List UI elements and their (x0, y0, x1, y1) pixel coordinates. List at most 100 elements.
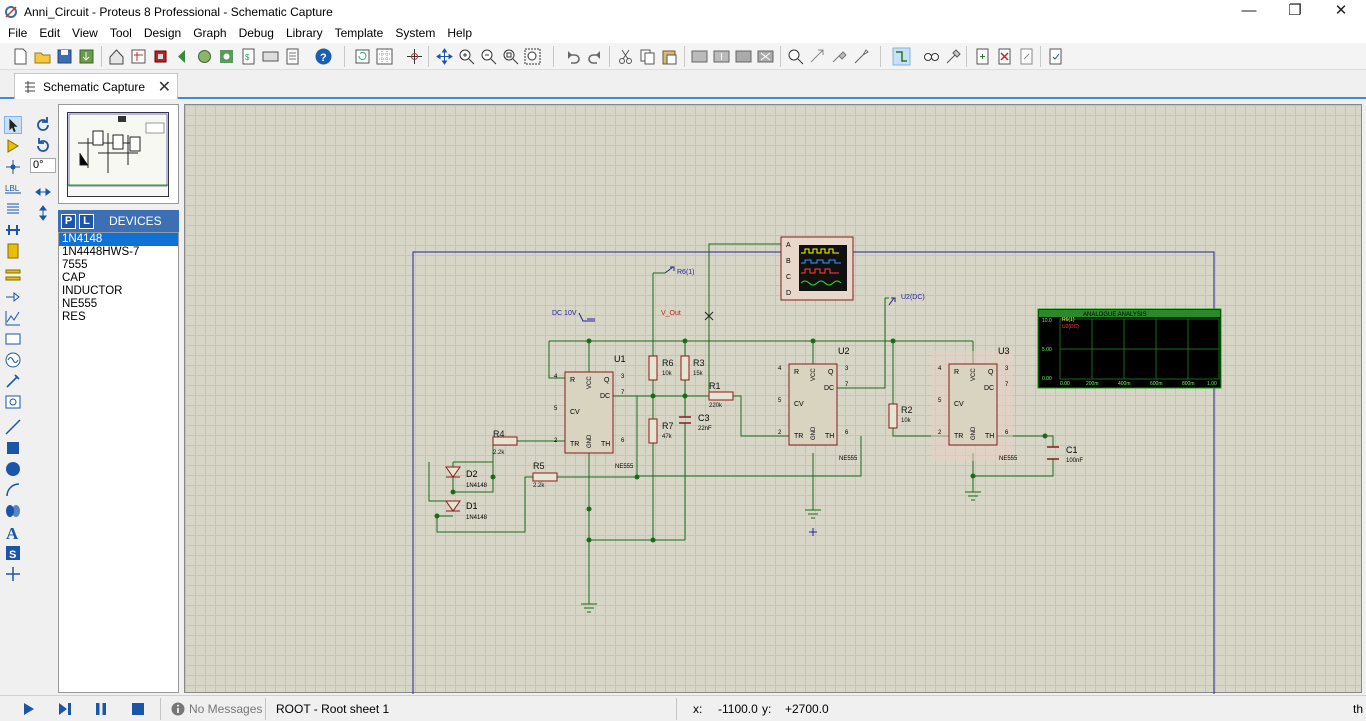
instruments-mode-icon[interactable] (4, 393, 22, 411)
block-delete-icon[interactable] (756, 47, 775, 66)
electrical-rule-check-icon[interactable] (1046, 47, 1065, 66)
device-item-ne555[interactable]: NE555 (62, 298, 98, 310)
chip-u1[interactable]: R Q CV DC TR TH VCC GND U1 NE555 4 3 5 7… (554, 354, 634, 470)
messages-status[interactable]: No Messages (189, 702, 263, 716)
resistor-r4[interactable] (492, 436, 518, 446)
device-list[interactable]: 1N4148 1N4448HWS-7 7555 CAP INDUCTOR NE5… (58, 232, 179, 693)
circle-2d-icon[interactable] (4, 460, 22, 478)
open-folder-icon[interactable] (33, 47, 52, 66)
generator-mode-icon[interactable] (4, 351, 22, 369)
wire-autorouter-icon[interactable] (892, 47, 911, 66)
marker-2d-icon[interactable] (4, 565, 22, 583)
line-2d-icon[interactable] (4, 418, 22, 436)
capacitor-c3[interactable] (679, 416, 691, 424)
voltage-probe-r6[interactable] (664, 266, 675, 274)
subcircuit-mode-icon[interactable] (4, 242, 22, 260)
3d-viewer-icon[interactable] (195, 47, 214, 66)
origin-icon[interactable] (405, 47, 424, 66)
rotate-clockwise-icon[interactable] (34, 116, 52, 134)
resistor-r7[interactable] (648, 418, 658, 444)
search-tag-icon[interactable] (922, 47, 941, 66)
bom-icon[interactable]: $ (239, 47, 258, 66)
device-item-1n4448hws-7[interactable]: 1N4448HWS-7 (62, 246, 140, 258)
gerber-icon[interactable] (217, 47, 236, 66)
schematic-canvas[interactable]: R Q CV DC TR TH VCC GND U1 NE555 4 3 5 7… (184, 104, 1362, 694)
new-file-icon[interactable] (11, 47, 30, 66)
device-item-cap[interactable]: CAP (62, 272, 86, 284)
import-icon[interactable] (77, 47, 96, 66)
zoom-out-icon[interactable] (479, 47, 498, 66)
close-window-button[interactable]: ✕ (1334, 2, 1348, 19)
pause-icon[interactable] (93, 701, 109, 717)
device-item-1n4148[interactable]: 1N4148 (59, 233, 178, 246)
resistor-r6[interactable] (648, 355, 658, 381)
rotation-angle-field[interactable]: 0° (30, 158, 56, 173)
voltage-probe-u2dc[interactable] (888, 297, 896, 306)
back-icon[interactable] (173, 47, 192, 66)
oscilloscope-instrument[interactable]: A B C D (780, 236, 854, 301)
text-2d-icon[interactable]: A (4, 523, 22, 541)
undo-icon[interactable] (563, 47, 582, 66)
junction-dot-mode-icon[interactable] (4, 158, 22, 176)
package-tool-icon[interactable] (830, 47, 849, 66)
graph-mode-icon[interactable] (4, 309, 22, 327)
cut-icon[interactable] (616, 47, 635, 66)
grid-toggle-icon[interactable] (375, 47, 394, 66)
menu-file[interactable]: File (8, 26, 28, 40)
decompose-icon[interactable] (852, 47, 871, 66)
diode-d2[interactable] (445, 466, 461, 478)
arc-2d-icon[interactable] (4, 481, 22, 499)
text-script-mode-icon[interactable] (4, 200, 22, 218)
device-pins-mode-icon[interactable] (4, 288, 22, 306)
menu-template[interactable]: Template (334, 26, 384, 40)
info-icon[interactable] (170, 701, 186, 717)
menu-view[interactable]: View (72, 26, 98, 40)
wire-label-mode-icon[interactable]: LBL (4, 179, 22, 197)
mirror-horizontal-icon[interactable] (34, 183, 52, 201)
notes-icon[interactable] (283, 47, 302, 66)
component-mode-icon[interactable] (4, 137, 22, 155)
zoom-in-icon[interactable] (457, 47, 476, 66)
save-icon[interactable] (55, 47, 74, 66)
chip-u2[interactable]: R Q CV DC TR TH VCC GND U2 NE555 4 3 5 7… (778, 346, 858, 462)
tab-close-icon[interactable]: ✕ (157, 79, 171, 96)
property-assignment-icon[interactable] (944, 47, 963, 66)
pan-icon[interactable] (435, 47, 454, 66)
resistor-r2[interactable] (888, 403, 898, 429)
pick-devices-button[interactable]: P (61, 213, 76, 229)
mirror-vertical-icon[interactable] (34, 204, 52, 222)
paste-icon[interactable] (660, 47, 679, 66)
refresh-icon[interactable] (353, 47, 372, 66)
pick-device-icon[interactable] (786, 47, 805, 66)
device-item-inductor[interactable]: INDUCTOR (62, 285, 123, 297)
help-icon[interactable]: ? (314, 47, 333, 66)
resistor-r5[interactable] (532, 472, 558, 482)
copy-icon[interactable] (638, 47, 657, 66)
pcb-layout-icon[interactable] (151, 47, 170, 66)
diode-d1[interactable] (445, 500, 461, 512)
menu-library[interactable]: Library (285, 26, 323, 40)
dc-supply-generator[interactable] (578, 312, 595, 322)
rotate-anticlockwise-icon[interactable] (34, 137, 52, 155)
overview-viewport[interactable] (67, 112, 169, 197)
units-indicator[interactable]: th (1353, 702, 1364, 716)
capacitor-c1[interactable] (1047, 446, 1059, 460)
new-sheet-icon[interactable] (973, 47, 992, 66)
resistor-r3[interactable] (680, 355, 690, 381)
tab-schematic-capture[interactable]: Schematic Capture ✕ (14, 73, 178, 99)
home-icon[interactable] (107, 47, 126, 66)
tape-recorder-mode-icon[interactable] (4, 330, 22, 348)
make-device-icon[interactable] (808, 47, 827, 66)
stop-icon[interactable] (130, 701, 146, 717)
block-move-icon[interactable] (712, 47, 731, 66)
device-item-7555[interactable]: 7555 (62, 259, 88, 271)
zoom-all-icon[interactable] (501, 47, 520, 66)
play-icon[interactable] (20, 701, 36, 717)
library-manager-button[interactable]: L (79, 213, 94, 229)
block-copy-icon[interactable] (690, 47, 709, 66)
resistor-r1[interactable] (708, 391, 734, 401)
redo-icon[interactable] (586, 47, 605, 66)
exit-to-parent-icon[interactable] (1017, 47, 1036, 66)
menu-graph[interactable]: Graph (193, 26, 227, 40)
menu-help[interactable]: Help (447, 26, 473, 40)
